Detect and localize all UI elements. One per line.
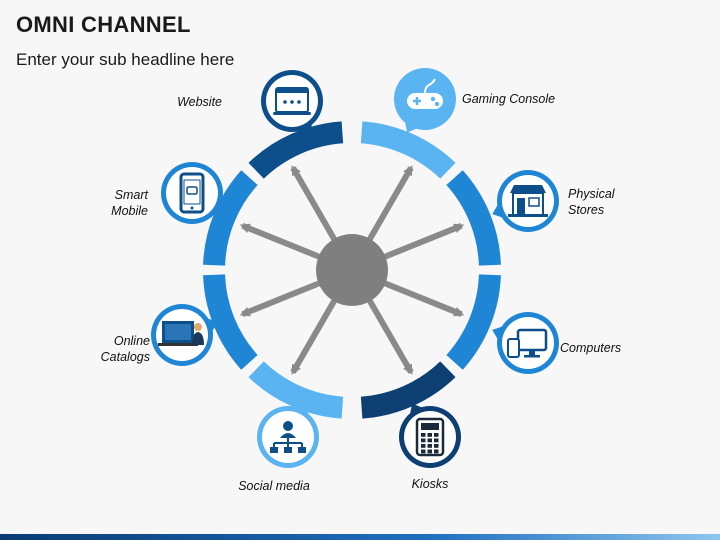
channel-label: Website (177, 95, 222, 109)
channel-label-line: Kiosks (412, 477, 449, 491)
channel-label: Computers (560, 341, 621, 355)
channel-node-4: Kiosks (399, 403, 461, 491)
ring-segment-5 (248, 361, 344, 419)
channel-label-line: Website (177, 95, 222, 109)
ring-segment-2 (446, 170, 501, 266)
computer-icon (507, 328, 548, 358)
channel-label-line: Social media (238, 479, 310, 493)
calculator-icon (415, 417, 445, 457)
channel-label: Social media (238, 479, 310, 493)
channel-label: Kiosks (412, 477, 449, 491)
channel-label-line: Stores (568, 203, 604, 217)
channel-node-5: Social media (238, 403, 319, 493)
ring-segment-4 (360, 361, 456, 419)
arrow-6 (239, 278, 326, 317)
network-icon (270, 421, 306, 453)
arrow-5 (290, 294, 340, 375)
ring-segment-7 (203, 170, 258, 266)
channel-node-1: Gaming Console (394, 68, 555, 133)
mobile-icon (179, 172, 205, 214)
website-icon (273, 87, 311, 115)
channel-label: Gaming Console (462, 92, 555, 106)
channel-label-line: Catalogs (101, 350, 150, 364)
center-hub (316, 234, 388, 306)
page-title: OMNI CHANNEL (16, 12, 191, 37)
channel-node-0: Website (177, 70, 323, 135)
arrow-4 (364, 294, 414, 375)
outer-ring (203, 121, 501, 419)
ring-segment-6 (203, 274, 258, 370)
channel-label-line: Smart (115, 188, 149, 202)
arrow-2 (378, 223, 465, 262)
arrow-3 (378, 278, 465, 317)
page-subtitle: Enter your sub headline here (16, 50, 235, 69)
channel-label-line: Online (114, 334, 150, 348)
channel-label-line: Physical (568, 187, 616, 201)
gamepad-icon (407, 78, 443, 109)
channel-label-line: Computers (560, 341, 621, 355)
channel-label-line: Gaming Console (462, 92, 555, 106)
ring-segment-1 (360, 121, 456, 179)
arrows-group (239, 165, 465, 375)
ring-segment-3 (446, 274, 501, 370)
arrow-1 (364, 165, 414, 246)
channel-label-line: Mobile (111, 204, 148, 218)
store-icon (508, 185, 548, 217)
bottom-accent-bar (0, 534, 720, 540)
arrow-7 (239, 223, 326, 262)
channel-node-3: Computers (492, 312, 621, 374)
arrow-0 (290, 165, 340, 246)
catalog-icon (158, 321, 204, 346)
ring-segment-0 (248, 121, 344, 179)
